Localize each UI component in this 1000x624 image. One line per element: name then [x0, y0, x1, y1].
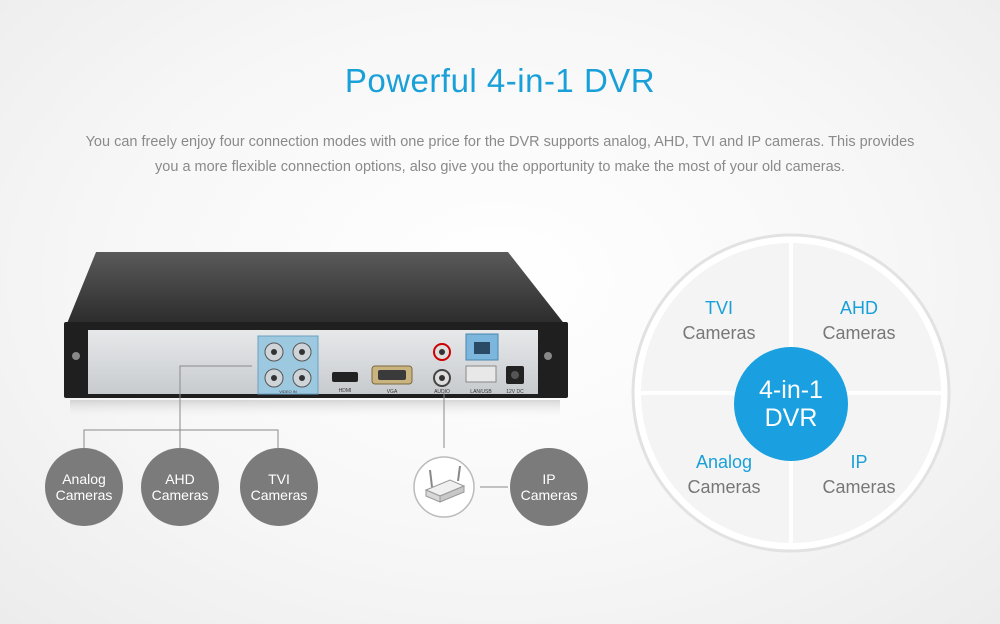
wheel-ip: IP Cameras [789, 450, 929, 500]
dvr-reflection [70, 400, 560, 420]
lan-usb-label: LAN/USB [470, 389, 492, 395]
bubble-line-2: Cameras [55, 487, 113, 503]
analog-cameras-bubble: Analog Cameras [45, 448, 123, 526]
hub-line-2: DVR [764, 404, 818, 432]
bubble-line-1: AHD [165, 471, 195, 487]
ip-cameras-bubble: IP Cameras [510, 448, 588, 526]
bubble-line-1: TVI [268, 471, 290, 487]
bubble-line-1: Analog [62, 471, 106, 487]
audio-label: AUDIO [434, 389, 450, 395]
hdmi-port-icon [332, 372, 358, 382]
vga-label: VGA [387, 389, 398, 395]
bubble-line-2: Cameras [250, 487, 308, 503]
wheel-tvi-title: TVI [704, 298, 733, 318]
description-line-1: You can freely enjoy four connection mod… [85, 134, 915, 150]
bnc-connector-icon [264, 342, 312, 388]
description: You can freely enjoy four connection mod… [60, 130, 940, 180]
video-in-block [257, 335, 319, 395]
power-label: 12V DC [506, 389, 524, 395]
wheel-analog-sub: Cameras [687, 477, 761, 497]
router-icon [424, 465, 466, 503]
screw-icon [72, 352, 80, 360]
wheel-tvi: TVI Cameras [649, 296, 789, 346]
usb-port-icon [465, 365, 497, 383]
screw-icon [544, 352, 552, 360]
wheel-ahd-sub: Cameras [822, 323, 896, 343]
wheel-analog: Analog Cameras [654, 450, 794, 500]
hdmi-label: HDMI [339, 388, 352, 394]
connector-lines [83, 365, 508, 488]
bubble-line-2: Cameras [520, 487, 578, 503]
hub-line-1: 4-in-1 [759, 376, 823, 404]
wheel-ahd-title: AHD [839, 298, 878, 318]
wheel-tvi-sub: Cameras [682, 323, 756, 343]
wheel-ahd: AHD Cameras [789, 296, 929, 346]
video-in-label: VIDEO IN [279, 389, 297, 394]
page-title: Powerful 4-in-1 DVR [344, 62, 656, 99]
tvi-cameras-bubble: TVI Cameras [240, 448, 318, 526]
bubble-line-2: Cameras [151, 487, 209, 503]
bubble-line-1: IP [542, 471, 556, 487]
ahd-cameras-bubble: AHD Cameras [141, 448, 219, 526]
description-line-2: you a more flexible connection options, … [155, 159, 845, 175]
wheel-analog-title: Analog [695, 452, 753, 472]
dvr-top-cover [66, 252, 566, 326]
wheel-ip-title: IP [850, 452, 868, 472]
wheel-hub: 4-in-1 DVR [734, 347, 848, 461]
wheel-ip-sub: Cameras [822, 477, 896, 497]
